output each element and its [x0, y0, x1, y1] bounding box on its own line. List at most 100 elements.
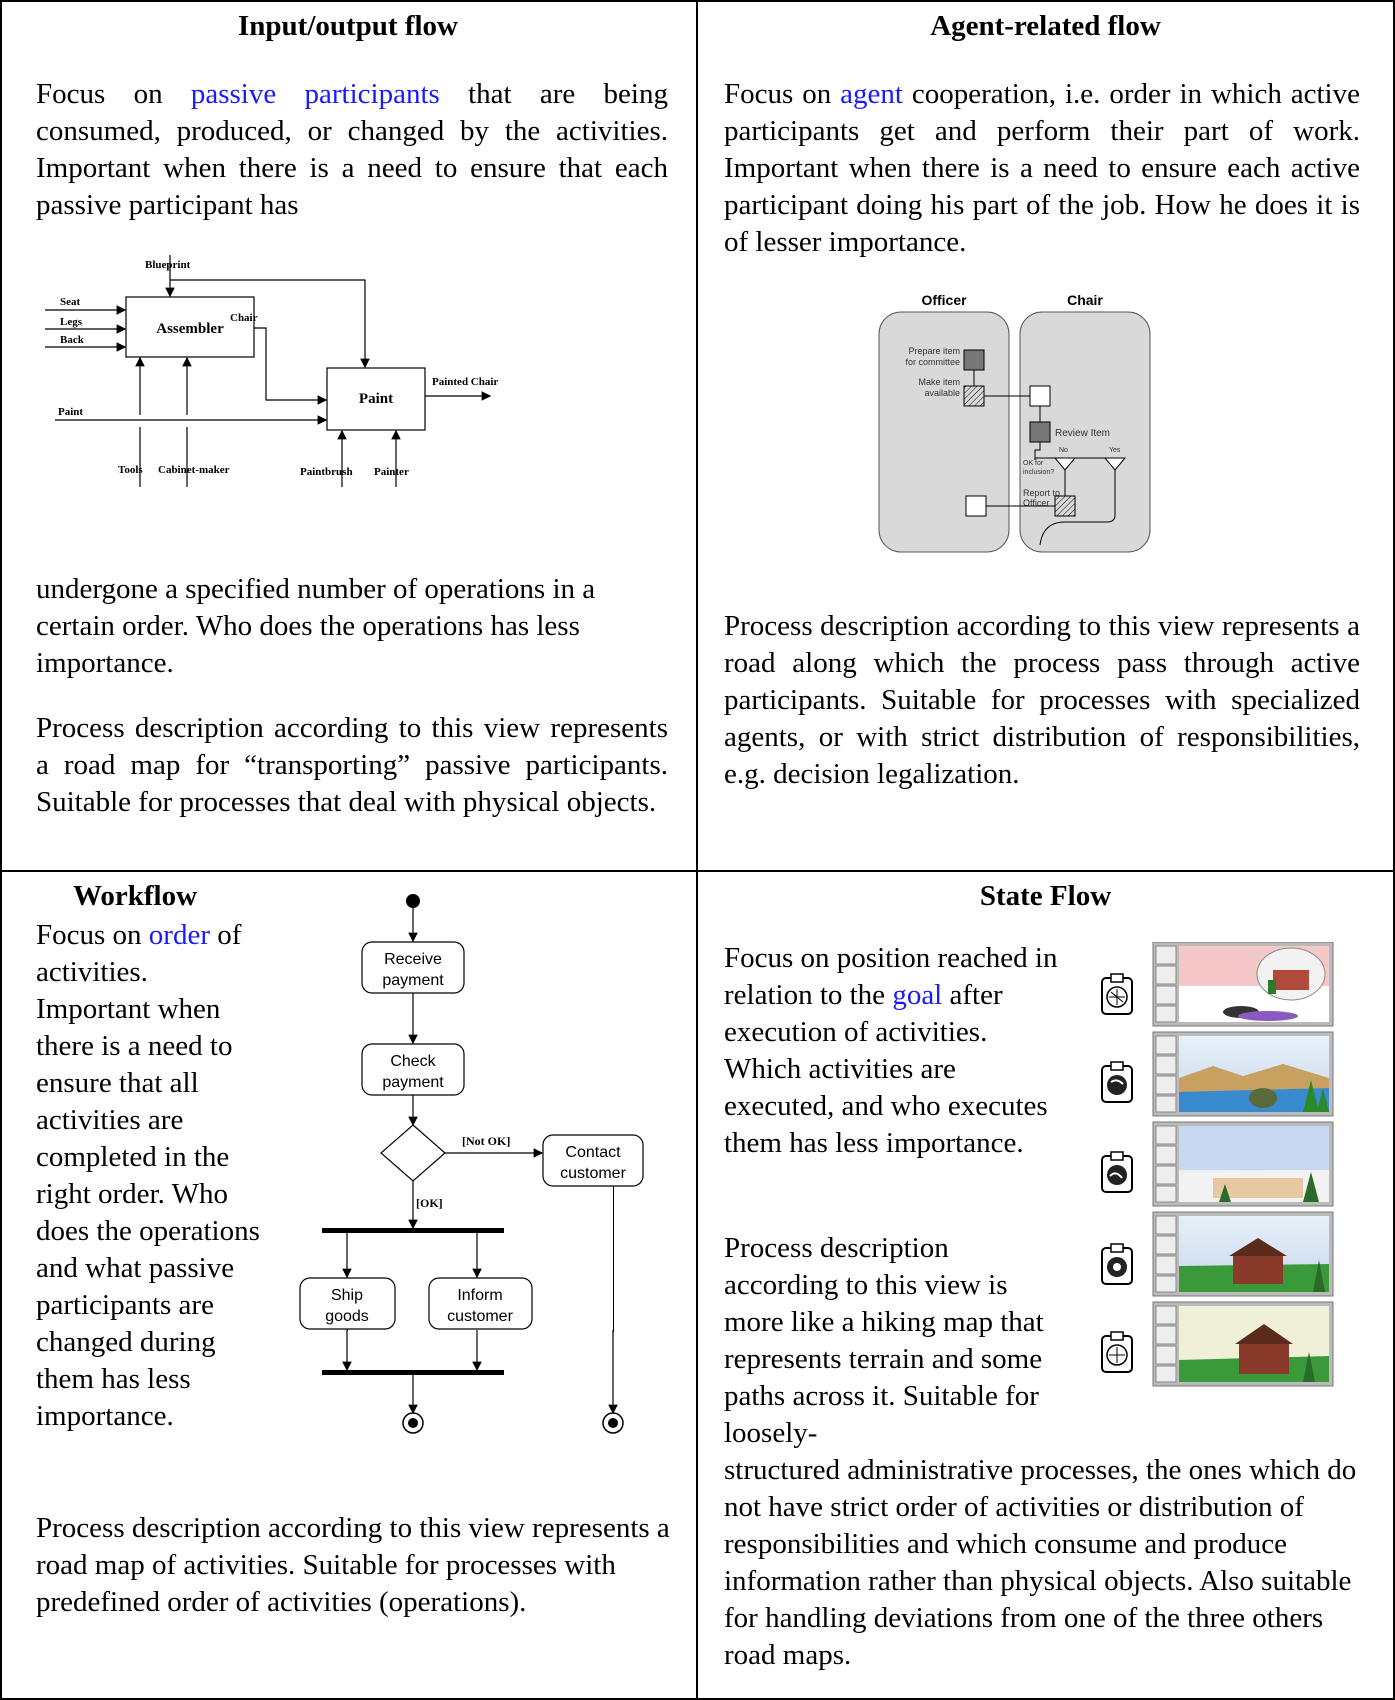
state-panel-5	[1152, 1301, 1334, 1387]
workflow-diagram: Receive payment Check payment [Not OK] C…	[299, 894, 644, 1330]
yes-path	[1039, 470, 1116, 546]
inform-label-2: customer	[447, 1308, 513, 1325]
report-box	[1054, 495, 1076, 517]
paintbrush-label: Paintbrush	[300, 466, 353, 478]
yes-triangle	[1103, 457, 1127, 471]
no-label: No	[1059, 447, 1068, 454]
workflow-p1-link[interactable]: order	[148, 919, 210, 951]
agent-paragraph-1: Focus on agent cooperation, i.e. order i…	[724, 76, 1360, 261]
state-p1-pre: Focus on position reached in relation to…	[724, 942, 1058, 1011]
paint-box	[326, 367, 426, 431]
yes-label: Yes	[1109, 447, 1121, 454]
agent-p1-post: cooperation, i.e. order in which active …	[724, 78, 1360, 258]
workflow-paragraph-1: Focus on order of activities. Important …	[36, 917, 266, 1435]
io-paragraph-1: Focus on passive participants that are b…	[36, 76, 668, 224]
io-paragraph-3: Process description according to this vi…	[36, 712, 668, 818]
inform-label-1: Inform	[457, 1287, 502, 1304]
not-ok-label: [Not OK]	[462, 1134, 510, 1148]
assembler-label: Assembler	[156, 321, 224, 337]
make-label-2: available	[924, 388, 960, 398]
make-box	[963, 385, 985, 407]
cabinet-maker-label: Cabinet-maker	[158, 464, 230, 476]
workflow-title: Workflow	[73, 880, 198, 912]
state-p1-link[interactable]: goal	[892, 979, 943, 1011]
start-node	[406, 894, 420, 908]
io-p1-post: that are being consumed, produced, or ch…	[36, 78, 668, 221]
state-panel-2	[1152, 1031, 1334, 1117]
tools-label: Tools	[118, 464, 143, 476]
state-paragraph-1: Focus on position reached in relation to…	[724, 940, 1059, 1162]
painted-chair-label: Painted Chair	[432, 376, 498, 388]
ship-label-2: goods	[325, 1308, 369, 1325]
assembler-box	[125, 296, 255, 358]
state-panel-4	[1152, 1211, 1334, 1297]
agent-title: Agent-related flow	[930, 10, 1161, 42]
end-node-1-inner	[408, 1418, 418, 1428]
receive-label-1: Receive	[384, 951, 442, 968]
ship-label-1: Ship	[331, 1287, 363, 1304]
fork-bar	[322, 1228, 504, 1233]
receive-label-2: payment	[382, 972, 444, 989]
paint-input-label: Paint	[58, 406, 83, 418]
no-triangle	[1053, 457, 1077, 471]
agent-p1-link[interactable]: agent	[840, 78, 903, 110]
agent-diagram: Officer Chair Prepare item for committee…	[878, 292, 1151, 553]
chair-lane-title: Chair	[1067, 292, 1103, 308]
workflow-p1-post: of activities. Important when there is a…	[36, 919, 260, 1432]
report-label-1: Report to	[1023, 488, 1060, 498]
report-label-2: Officer	[1023, 498, 1049, 508]
state-illustrations	[1101, 942, 1334, 1387]
io-title: Input/output flow	[238, 10, 458, 42]
state-paragraph-3: structured administrative processes, the…	[724, 1454, 1357, 1671]
review-label: Review Item	[1055, 428, 1110, 439]
blueprint-to-paint	[170, 279, 370, 369]
workflow-paragraph-2: Process description according to this vi…	[36, 1512, 670, 1618]
review-to-decision	[1034, 442, 1041, 460]
state-paragraph-2: Process description according to this vi…	[724, 1232, 1044, 1449]
io-paragraph-2: undergone a specified number of operatio…	[36, 573, 596, 679]
prepare-box	[963, 349, 985, 371]
decision-node	[380, 1124, 446, 1182]
officer-receive-box	[965, 495, 987, 517]
chair-receive-box	[1029, 385, 1051, 407]
painter-label: Painter	[374, 466, 409, 478]
check-label-1: Check	[390, 1053, 436, 1070]
contact-down-line	[613, 1186, 615, 1332]
officer-swimlane	[878, 311, 1010, 553]
ship-down-line	[347, 1329, 349, 1331]
contact-label-1: Contact	[565, 1144, 621, 1161]
legs-label: Legs	[60, 316, 83, 328]
blueprint-label: Blueprint	[145, 259, 191, 271]
contact-label-2: customer	[560, 1165, 626, 1182]
review-box	[1029, 421, 1051, 443]
state-panel-1	[1152, 942, 1334, 1027]
chair-swimlane	[1019, 311, 1151, 553]
table-border-right	[1393, 0, 1395, 1700]
clipboard-icon-4	[1101, 1243, 1133, 1285]
state-p1-post: after execution of activities. Which act…	[724, 979, 1048, 1159]
table-divider-horizontal	[0, 870, 1395, 872]
chair-label: Chair	[230, 312, 258, 324]
workflow-p1-pre: Focus on	[36, 919, 149, 951]
io-p1-link[interactable]: passive participants	[190, 78, 440, 110]
join-bar	[322, 1370, 504, 1375]
inform-customer-node	[428, 1277, 533, 1330]
state-panel-3	[1152, 1121, 1334, 1207]
prepare-label-2: for committee	[905, 357, 960, 367]
end-node-2-inner	[608, 1418, 618, 1428]
make-label-1: Make item	[918, 377, 960, 387]
ok-label: [OK]	[416, 1196, 443, 1210]
contact-customer-node	[542, 1134, 644, 1187]
back-label: Back	[60, 334, 85, 346]
table-border-left	[0, 0, 2, 1700]
clipboard-icon-5	[1101, 1331, 1133, 1373]
io-p1-pre: Focus on	[36, 78, 191, 110]
clipboard-icon-3	[1101, 1151, 1133, 1193]
paint-box-label: Paint	[359, 391, 393, 407]
clipboard-icon-2	[1101, 1061, 1133, 1103]
ok-label-2: inclusion?	[1023, 469, 1054, 476]
io-diagram: Assembler Paint Blueprint Seat Legs Back…	[45, 255, 498, 487]
ok-label-1: OK for	[1023, 460, 1044, 467]
table-divider-vertical	[696, 0, 698, 1700]
